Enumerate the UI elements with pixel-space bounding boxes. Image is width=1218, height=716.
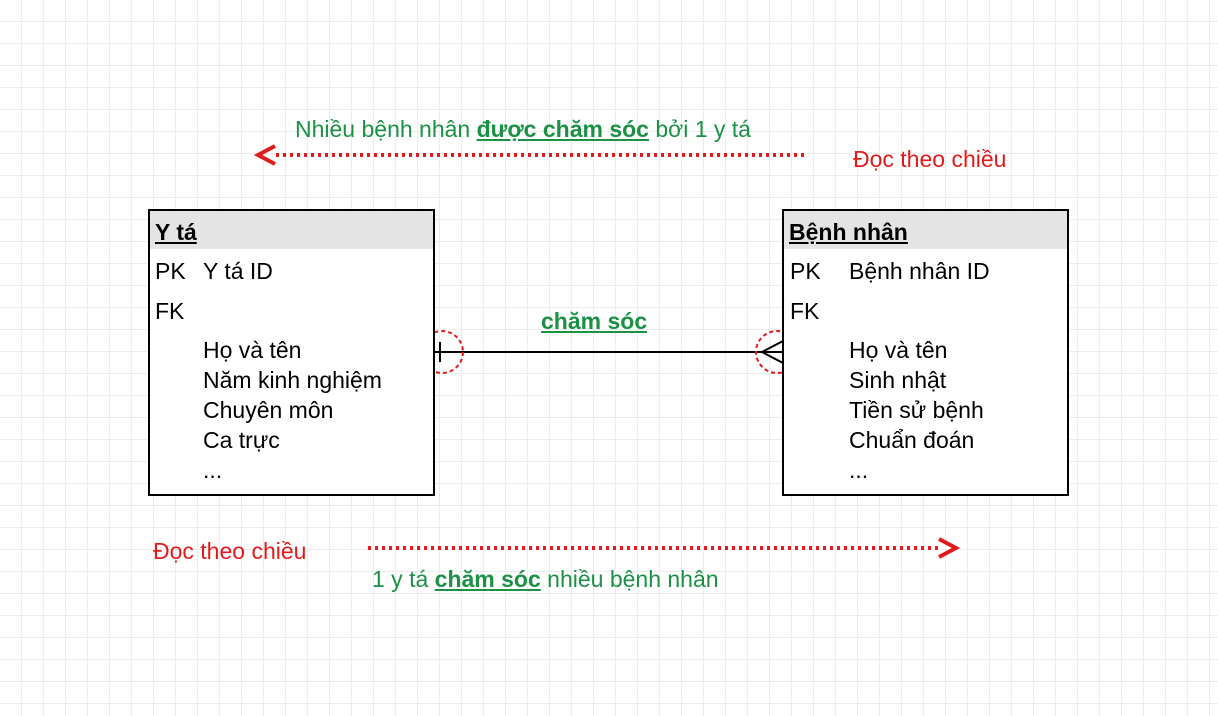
entity-y-ta-attribute: Năm kinh nghiệm	[203, 367, 382, 393]
entity-y-ta-attribute: Họ và tên	[203, 337, 302, 363]
entity-benh-nhan-fk-label: FK	[790, 298, 820, 324]
top-note: Nhiều bệnh nhân được chăm sóc bởi 1 y tá	[295, 116, 751, 143]
entity-benh-nhan-attribute: ...	[849, 457, 869, 483]
entity-y-ta[interactable]: Y tá PK Y tá ID FK Họ và tên Năm kinh ng…	[148, 209, 435, 496]
many-crowfoot-icon	[759, 340, 784, 364]
entity-benh-nhan-pk-label: PK	[790, 258, 821, 284]
bottom-note-pre: 1 y tá	[372, 566, 435, 592]
entity-benh-nhan-attribute: Chuẩn đoán	[849, 427, 975, 453]
entity-y-ta-attribute: Chuyên môn	[203, 397, 334, 423]
entity-y-ta-pk-value: Y tá ID	[203, 258, 273, 284]
bottom-note-post: nhiều bệnh nhân	[540, 566, 719, 592]
entity-y-ta-attribute: Ca trực	[203, 427, 280, 453]
bottom-direction-label: Đọc theo chiều	[153, 538, 307, 564]
top-note-pre: Nhiều bệnh nhân	[295, 116, 477, 142]
entity-benh-nhan[interactable]: Bệnh nhân PK Bệnh nhân ID FK Họ và tên S…	[782, 209, 1069, 496]
entity-benh-nhan-attribute: Sinh nhật	[849, 367, 947, 393]
entity-y-ta-fk-label: FK	[155, 298, 185, 324]
top-direction-label: Đọc theo chiều	[853, 146, 1007, 172]
relationship-label: chăm sóc	[541, 308, 648, 334]
top-note-bold: được chăm sóc	[476, 116, 649, 142]
entity-benh-nhan-title: Bệnh nhân	[784, 211, 1067, 249]
entity-benh-nhan-pk-value: Bệnh nhân ID	[849, 258, 990, 284]
entity-y-ta-title: Y tá	[150, 211, 433, 249]
entity-y-ta-attribute: ...	[203, 457, 223, 483]
entity-benh-nhan-attribute: Họ và tên	[849, 337, 948, 363]
entity-benh-nhan-attribute: Tiền sử bệnh	[849, 397, 984, 423]
entity-y-ta-pk-label: PK	[155, 258, 186, 284]
bottom-note: 1 y tá chăm sóc nhiều bệnh nhân	[372, 566, 719, 593]
top-note-post: bởi 1 y tá	[648, 116, 751, 142]
top-direction-arrowhead	[253, 144, 276, 166]
bottom-direction-arrowhead	[938, 537, 961, 559]
bottom-note-bold: chăm sóc	[434, 566, 541, 592]
